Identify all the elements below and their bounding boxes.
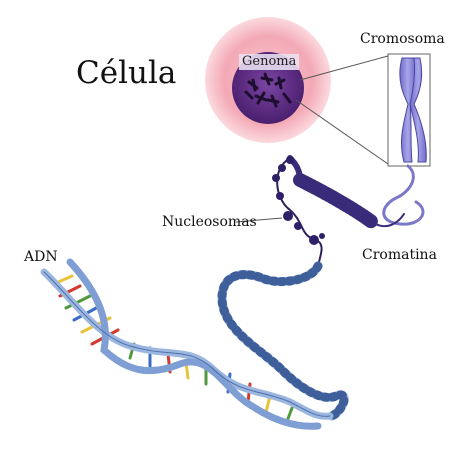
nucleosome-bead	[283, 211, 293, 221]
nucleosome-bead	[276, 192, 284, 200]
zoom-lines	[295, 55, 389, 165]
chromatin-label: Cromatina	[362, 247, 437, 263]
dna-loop	[217, 261, 349, 421]
nucleus	[232, 52, 304, 124]
chromatin-coil	[293, 173, 379, 229]
nucleosomes	[272, 156, 325, 245]
dna-loop-rungs	[217, 261, 349, 421]
nucleus-chromosomes	[244, 72, 292, 108]
nucleosome-bead	[286, 156, 294, 164]
nucleosome-bead	[294, 222, 302, 230]
nucleosome-bead	[272, 174, 280, 182]
nucleosome-pointer	[235, 217, 283, 223]
nucleosome-bead	[319, 233, 325, 239]
chromosome-panel	[387, 53, 431, 167]
chromatin-tail	[371, 213, 405, 228]
chromatin-loop-top	[382, 164, 425, 226]
cell-label: Célula	[76, 55, 177, 91]
dna-label: ADN	[24, 249, 58, 265]
genome-label: Genoma	[239, 54, 300, 70]
nucleosome-bead	[309, 235, 319, 245]
dna-backbone-b	[66, 258, 322, 430]
chromosome-right-arm	[409, 57, 427, 163]
zoom-line-bottom	[295, 99, 389, 165]
chromosome-label: Cromosoma	[360, 31, 445, 47]
cell	[205, 17, 331, 143]
nucleosomes-label: Nucleosomas	[162, 214, 257, 230]
zoom-line-top	[299, 55, 389, 81]
nucleosome-bead	[278, 164, 286, 172]
dna-backbone-a-outline	[43, 271, 331, 417]
dna-helix	[40, 258, 334, 430]
dna-backbone-a	[40, 268, 334, 420]
